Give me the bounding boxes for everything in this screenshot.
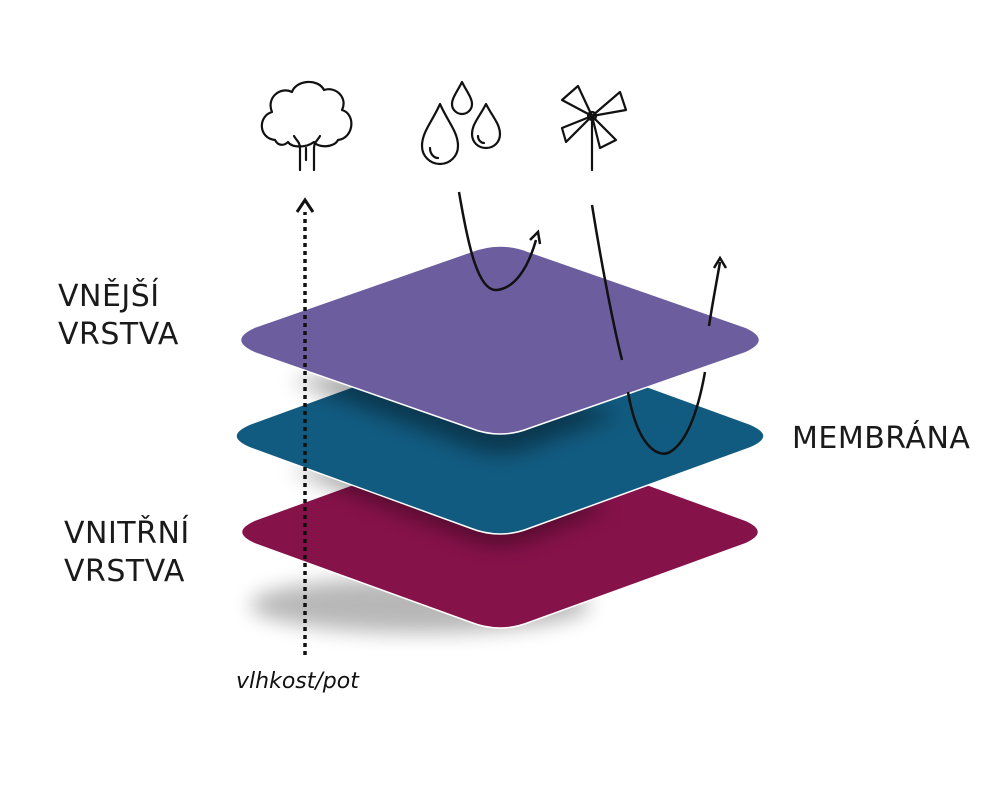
wind-arrow-head (712, 255, 728, 269)
moisture-label: vlhkost/pot (236, 669, 359, 694)
rain-bounce-arrow-head (529, 229, 542, 245)
membrane-label: MEMBRÁNA (792, 420, 970, 458)
inner-layer-label: VNITŘNÍ VRSTVA (64, 515, 190, 591)
outer-layer (239, 245, 761, 435)
rain-drops-icon (420, 80, 502, 166)
moisture-arrow-head (295, 197, 315, 213)
inner-layer-label-line1: VNITŘNÍ (64, 516, 190, 551)
wind-arrow-lower (626, 371, 707, 455)
membrane-label-text: MEMBRÁNA (792, 421, 971, 456)
outer-layer-label-line1: VNĚJŠÍ (58, 279, 160, 314)
inner-layer-label-line2: VRSTVA (64, 554, 185, 589)
wind-arrow-exit (707, 261, 722, 327)
pinwheel-wind-icon (560, 84, 628, 172)
outer-layer-label-line2: VRSTVA (58, 317, 179, 352)
rain-bounce-arrow (457, 191, 538, 292)
tree-icon (260, 80, 353, 172)
outer-layer-label: VNĚJŠÍ VRSTVA (58, 278, 179, 354)
wind-arrow-upper (590, 204, 624, 361)
